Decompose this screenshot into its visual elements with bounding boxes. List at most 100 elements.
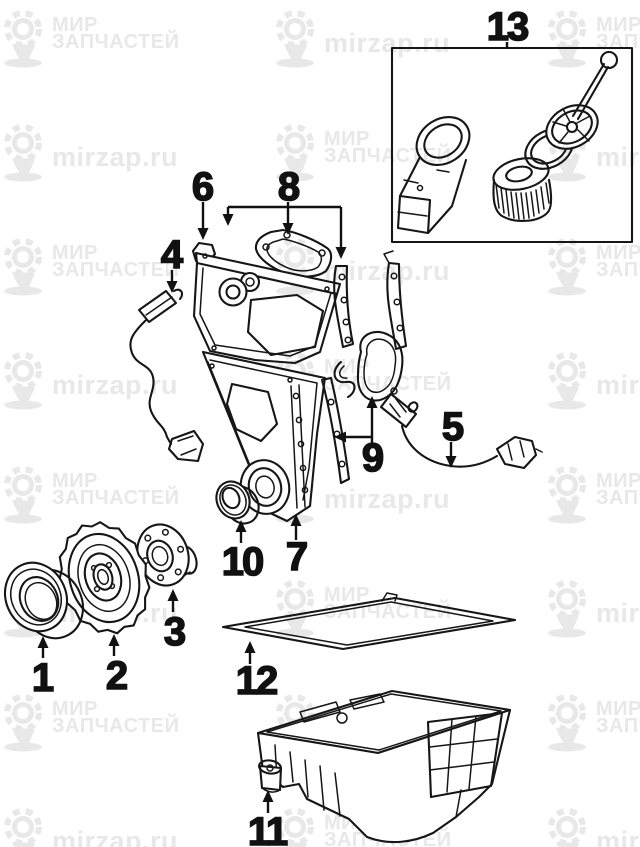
callout-arrowhead [167, 589, 179, 601]
part-label-8: 8 [278, 165, 300, 209]
gear-pin-icon [276, 124, 314, 182]
watermark-site-text: mirzap.ru [324, 28, 451, 58]
callout-arrowhead [197, 228, 209, 240]
oil-filter-housing [396, 116, 471, 235]
watermark-site: mirzap.ru [544, 350, 640, 410]
gear-pin-icon [4, 466, 42, 524]
gasket-9-strip [320, 376, 351, 485]
gear-pin-icon [4, 10, 42, 68]
gear-pin-icon [548, 808, 586, 847]
part-label-3: 3 [164, 610, 185, 654]
gear-pin-icon [4, 808, 42, 847]
drain-plug [258, 759, 283, 793]
watermark-site: mirzap.ru [272, 8, 450, 68]
gasket-9-oval [356, 331, 404, 402]
side-gasket-strip [383, 250, 408, 351]
gear-pin-icon [548, 580, 586, 638]
watermark-site: mirzap.ru [0, 350, 178, 410]
upper-timing-cover [191, 241, 342, 365]
gear-pin-icon [4, 694, 42, 752]
lower-cover-group [201, 331, 404, 523]
callout-arrowhead [108, 634, 120, 646]
part-label-6: 6 [192, 165, 213, 209]
watermark-site: mirzap.ru [544, 578, 640, 638]
watermark-site-text: mirzap.ru [596, 370, 640, 400]
gear-pin-icon [276, 808, 314, 847]
lower-timing-cover [201, 350, 327, 523]
watermark-site-text: mirzap.ru [324, 484, 451, 514]
seal-spacer-1 [3, 561, 85, 640]
gear-pin-icon [4, 238, 42, 296]
crank-pulley-2 [58, 521, 151, 635]
crank-hub-3 [136, 523, 198, 587]
part-label-4: 4 [161, 233, 184, 277]
watermark-site: mirzap.ru [0, 122, 178, 182]
callout-arrowhead [334, 431, 346, 443]
part-label-12: 12 [236, 659, 277, 703]
gear-pin-icon [276, 10, 314, 68]
oil-pan-gasket-12 [221, 592, 517, 651]
gasket-8-right-strip [333, 264, 355, 349]
callout-arrowhead [222, 214, 234, 226]
part-label-2: 2 [106, 654, 127, 698]
seal-10 [215, 480, 260, 525]
callout-arrowhead [445, 456, 457, 468]
callout-arrowhead [335, 247, 347, 259]
gear-pin-icon [548, 352, 586, 410]
filter-cap [545, 104, 599, 150]
gear-pin-icon [4, 352, 42, 410]
watermark-site-text: mirzap.ru [52, 142, 179, 172]
callout-arrowhead [262, 790, 274, 802]
watermark-site-text: mirzap.ru [596, 826, 640, 847]
oil-filter-element [492, 157, 553, 222]
part-13-filter-assembly-box [390, 46, 634, 244]
hose-piece [333, 360, 356, 399]
gear-pin-icon [548, 694, 586, 752]
gear-pin-icon [548, 238, 586, 296]
callout-arrowhead [244, 641, 256, 653]
callout-arrowhead [282, 223, 294, 235]
watermark-site: mirzap.ru [272, 236, 450, 296]
part-label-13: 13 [487, 5, 528, 49]
gear-pin-icon [4, 124, 42, 182]
callout-arrowhead [290, 514, 302, 526]
part-label-1: 1 [32, 656, 54, 700]
callout-arrowhead [166, 281, 178, 293]
callout-arrowhead [235, 520, 247, 532]
callout-arrowhead [37, 636, 49, 648]
callout-arrowhead [366, 396, 378, 408]
watermark-site-text: mirzap.ru [52, 370, 179, 400]
filter-bolt [571, 50, 619, 121]
knock-sensor-5 [379, 392, 543, 470]
part-label-7: 7 [286, 535, 307, 579]
upper-cover-group [191, 228, 408, 365]
oil-pan-11 [256, 689, 512, 844]
part-label-5: 5 [442, 405, 464, 449]
watermark-site: mirzap.ru [0, 806, 178, 847]
part-label-9: 9 [362, 436, 383, 480]
crank-sensor-4 [129, 288, 205, 463]
gear-pin-icon [548, 466, 586, 524]
watermark-site: mirzap.ru [544, 806, 640, 847]
part-label-10: 10 [222, 540, 263, 584]
part-label-11: 11 [248, 810, 288, 847]
watermark-site-text: mirzap.ru [52, 826, 179, 847]
